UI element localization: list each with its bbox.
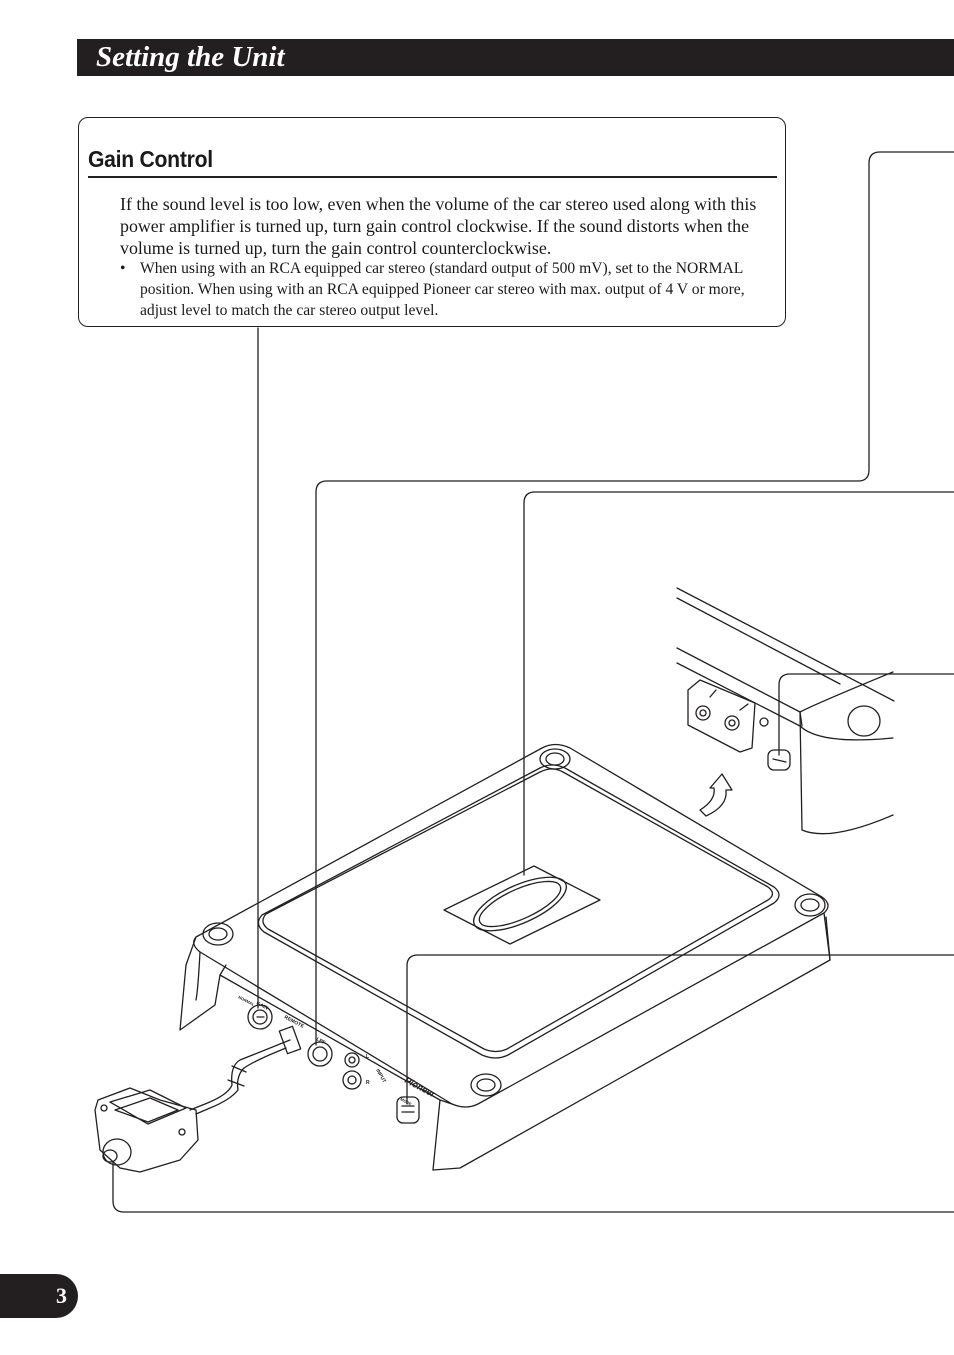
remote-cable xyxy=(189,1039,291,1111)
inset-fuse xyxy=(767,749,791,771)
page-number: 3 xyxy=(56,1283,67,1308)
page-number-tab: 3 xyxy=(0,1274,78,1318)
label-lpf: LPF xyxy=(315,1036,326,1046)
inset-body xyxy=(676,647,894,835)
label-l: L xyxy=(366,1054,369,1060)
amplifier-front-face xyxy=(179,936,441,1171)
callout-line-fuse xyxy=(778,673,954,756)
corner-boss xyxy=(202,922,234,946)
callout-line-box-right xyxy=(315,151,954,1046)
gain-control-note: • When using with an RCA equipped car st… xyxy=(120,258,780,321)
gain-control-heading: Gain Control xyxy=(88,146,213,172)
logo-plate xyxy=(443,865,601,945)
rca-jack xyxy=(342,1070,362,1090)
lpf-knob xyxy=(307,1041,333,1067)
remote-level-controller xyxy=(94,1087,199,1173)
inset-arrow-icon xyxy=(699,773,733,817)
gain-control-description: If the sound level is too low, even when… xyxy=(120,194,757,258)
inset-screw xyxy=(847,705,881,737)
label-normal: NORMAL xyxy=(238,994,256,1007)
callout-line-mode xyxy=(406,954,954,1105)
gain-control-callout: Gain Control If the sound level is too l… xyxy=(78,117,786,327)
label-mode: MODE xyxy=(400,1096,413,1106)
bullet-marker: • xyxy=(120,260,126,277)
corner-boss xyxy=(470,1073,502,1097)
mode-switch xyxy=(396,1096,420,1124)
note-text: When using with an RCA equipped car ster… xyxy=(140,260,745,319)
callout-line-top-label xyxy=(523,491,954,876)
amplifier-right-face xyxy=(432,912,831,1171)
corner-boss xyxy=(539,748,571,770)
logo-oval xyxy=(473,876,567,932)
callout-line-remote xyxy=(112,1161,954,1213)
section-title: Setting the Unit xyxy=(96,41,285,73)
rca-jack xyxy=(344,1052,360,1068)
inset-terminal-block xyxy=(687,679,756,753)
inset-top-edge xyxy=(676,587,895,702)
label-r: R xyxy=(366,1080,370,1086)
gain-knob xyxy=(247,1004,273,1030)
label-brand: Pioneer xyxy=(403,1075,437,1100)
label-input: INPUT xyxy=(374,1068,387,1084)
heading-rule xyxy=(88,176,777,178)
label-gain: GAIN xyxy=(255,1000,269,1011)
top-plate-inner xyxy=(262,768,774,1053)
corner-boss xyxy=(794,893,826,917)
remote-knob xyxy=(102,1138,132,1166)
section-header-bar: Setting the Unit xyxy=(77,39,954,76)
